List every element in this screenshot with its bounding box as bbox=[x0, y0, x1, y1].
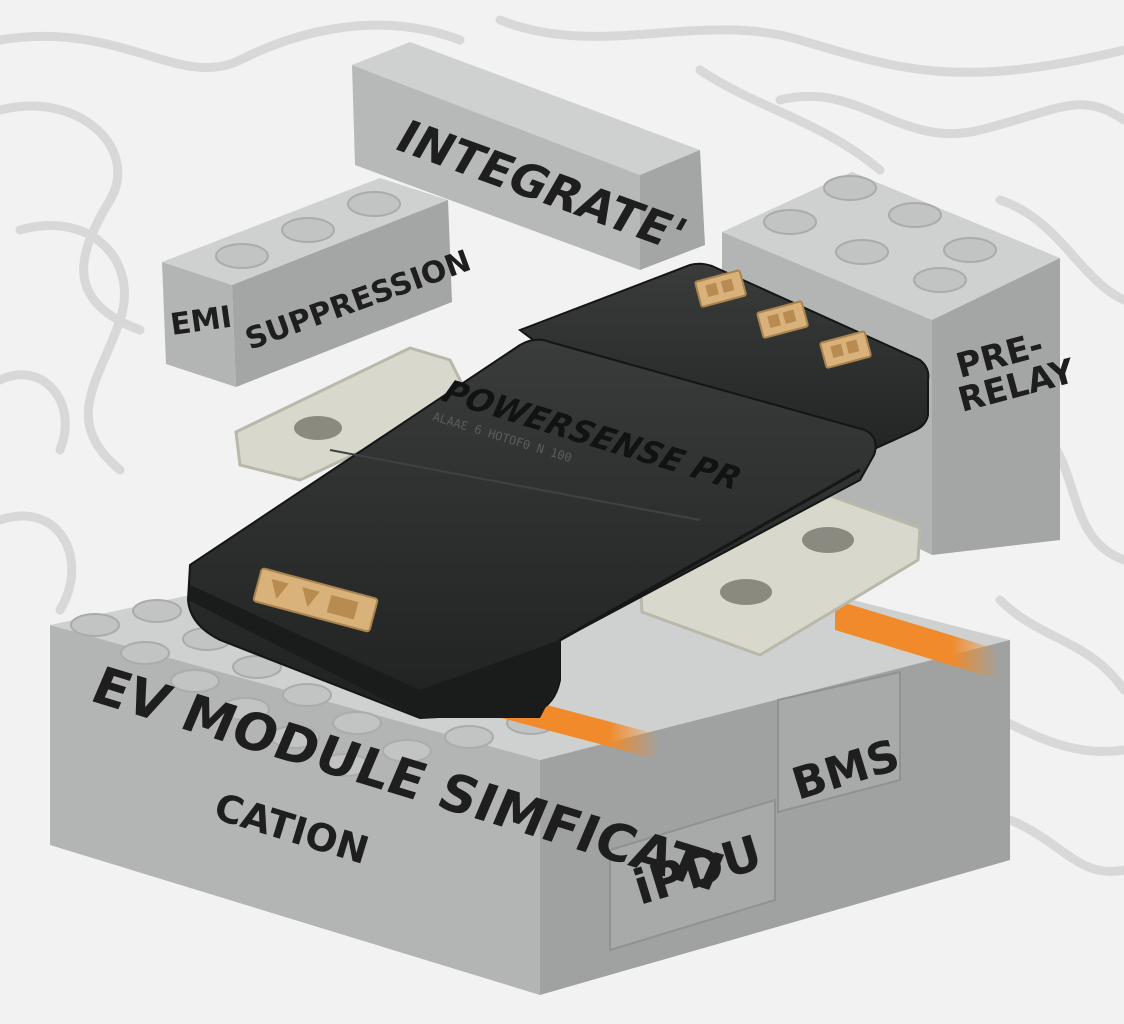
bms-block bbox=[777, 670, 901, 814]
brick-stud bbox=[70, 613, 120, 637]
busbar-terminal-right bbox=[638, 483, 922, 657]
brick-stud bbox=[220, 697, 270, 721]
brick-stud bbox=[444, 725, 494, 749]
pre-relay-studs bbox=[763, 175, 997, 293]
ipdu-block bbox=[609, 798, 776, 952]
brick-stud bbox=[170, 669, 220, 693]
base-studs bbox=[70, 599, 556, 777]
emi-brick-studs bbox=[215, 191, 401, 269]
integrate-brick bbox=[352, 42, 705, 270]
brick-stud bbox=[332, 711, 382, 735]
emi-label: EMI bbox=[168, 300, 234, 343]
connector-ports bbox=[252, 269, 872, 633]
brick-stud bbox=[232, 655, 282, 679]
brick-stud bbox=[282, 683, 332, 707]
brick-stud bbox=[270, 725, 320, 749]
brick-stud bbox=[320, 753, 370, 777]
brick-stud bbox=[132, 599, 182, 623]
brick-stud bbox=[120, 641, 170, 665]
brick-stud bbox=[382, 739, 432, 763]
